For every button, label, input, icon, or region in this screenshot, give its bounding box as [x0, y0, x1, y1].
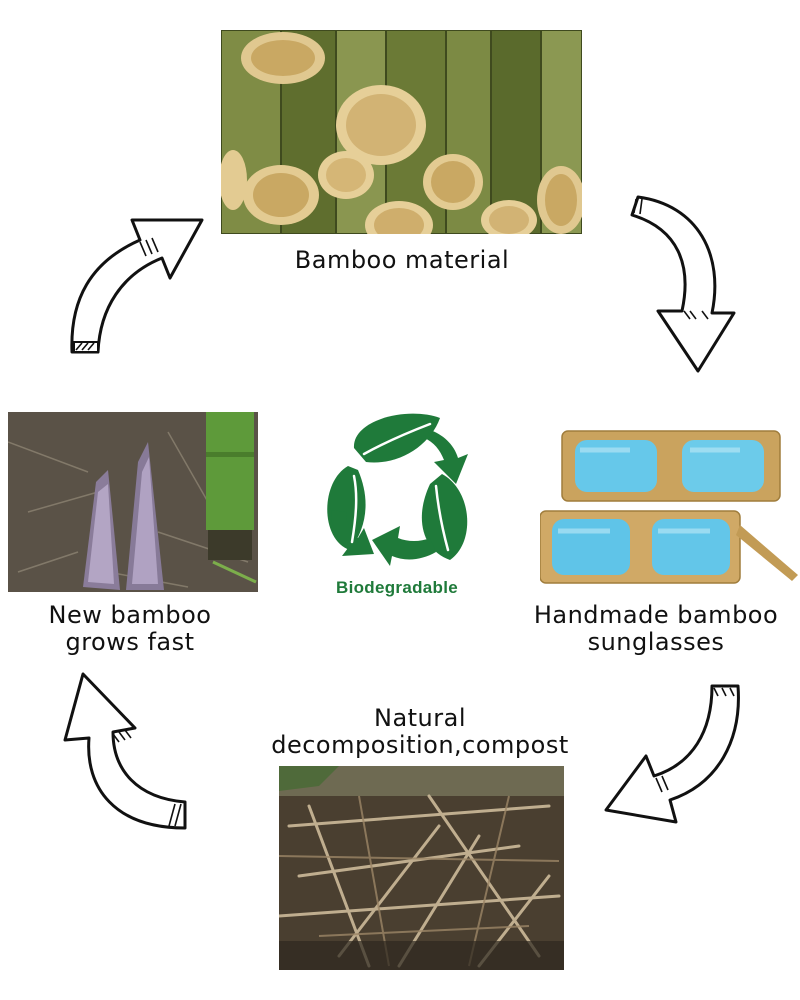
bamboo-material-photo — [221, 30, 582, 234]
sunglasses-caption: Handmade bamboo sunglasses — [512, 602, 800, 656]
compost-photo — [279, 766, 564, 970]
arrow-to-decomposition — [600, 680, 750, 830]
new-bamboo-caption-line2: grows fast — [65, 628, 195, 656]
decomposition-caption: Natural decomposition,compost — [240, 705, 600, 759]
sunglasses-photo — [540, 425, 800, 590]
sunglasses-caption-line1: Handmade bamboo — [533, 601, 779, 629]
bamboo-shoot-photo — [8, 412, 258, 592]
arrow-to-sunglasses — [628, 185, 768, 375]
new-bamboo-caption-line1: New bamboo — [48, 601, 212, 629]
decomposition-caption-line2: decomposition,compost — [271, 731, 569, 759]
decomposition-caption-line1: Natural — [373, 704, 467, 732]
sunglasses-caption-line2: sunglasses — [587, 628, 725, 656]
arrow-to-new-bamboo — [45, 668, 195, 833]
bamboo-material-caption: Bamboo material — [294, 246, 510, 274]
biodegradable-label: Biodegradable — [336, 578, 458, 597]
recycle-leaves-icon — [327, 413, 468, 566]
arrow-to-material — [60, 200, 210, 360]
new-bamboo-caption: New bamboo grows fast — [10, 602, 250, 656]
biodegradable-badge: Biodegradable — [312, 400, 482, 610]
